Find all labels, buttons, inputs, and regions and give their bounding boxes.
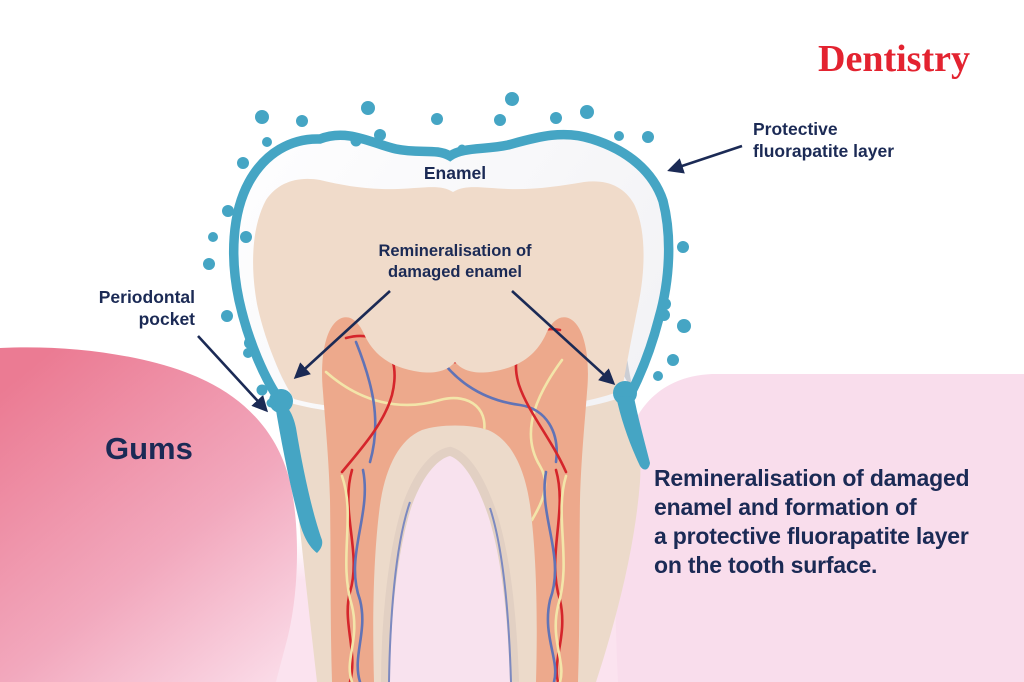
protective-fluorapatite-label: Protective fluorapatite layer <box>753 119 895 161</box>
dentistry-logo: Dentistry <box>818 38 970 80</box>
arrow-periodontal-pocket <box>197 335 269 413</box>
enamel-label: Enamel <box>423 163 487 183</box>
periodontal-pocket-label: Periodontal pocket <box>98 287 195 329</box>
remineralisation-label: Remineralisation of damaged enamel <box>378 242 532 281</box>
teal-streak-left <box>275 402 323 553</box>
root-gap <box>390 456 510 682</box>
left-gum-shape <box>0 347 298 682</box>
teal-streak-right <box>616 396 650 470</box>
fluorapatite-bumps <box>240 135 670 349</box>
right-gum-panel <box>615 374 1024 682</box>
fluoride-particles <box>203 92 691 408</box>
gums-label: Gums <box>105 431 193 466</box>
gap-vessel-left <box>388 501 411 682</box>
caption-text: Remineralisation of damaged enamel and f… <box>654 465 970 578</box>
arrow-remineralisation-right <box>511 290 616 386</box>
arrow-protective-layer <box>667 144 743 174</box>
periodontal-pocket-left <box>269 389 293 413</box>
fluorapatite-layer-outline <box>229 129 674 407</box>
gap-vessel-right <box>489 507 512 682</box>
arrow-remineralisation-left <box>293 290 391 380</box>
annotation-arrows <box>197 144 743 413</box>
